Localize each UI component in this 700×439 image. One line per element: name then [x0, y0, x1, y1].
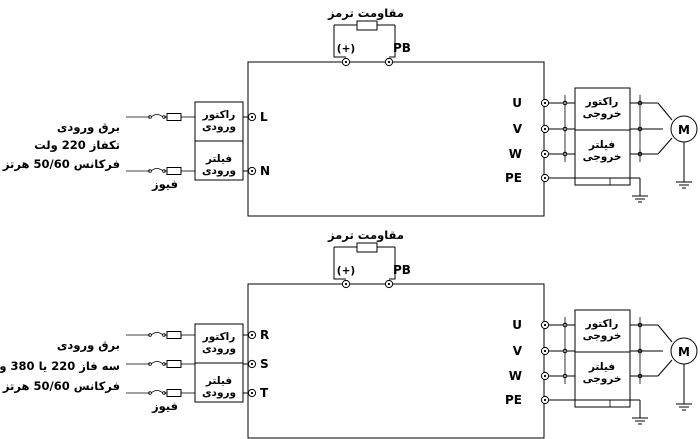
- inverter-body: [247, 283, 545, 439]
- brake-resistor-label: مقاومت ترمز: [327, 228, 404, 243]
- input-terminal-label: R: [260, 328, 269, 342]
- output-reactor-label-line: خروجی: [583, 330, 622, 342]
- wire: [389, 247, 396, 280]
- terminal-out-dot: [543, 176, 547, 180]
- input-reactor-label-line: ورودی: [202, 121, 236, 133]
- output-box: [574, 309, 631, 408]
- fuse: [166, 389, 182, 397]
- supply-line-1: برق ورودی: [57, 338, 120, 353]
- input-terminal-label: N: [260, 164, 270, 178]
- output-reactor-label-line: خروجی: [583, 108, 622, 120]
- output-terminal-label: U: [512, 318, 522, 332]
- input-filter-label-line: ورودی: [202, 387, 236, 399]
- fuse-label: فیوز: [151, 399, 178, 414]
- wire: [657, 359, 673, 377]
- wire: [657, 102, 673, 121]
- switch-blade: [150, 361, 164, 365]
- fuse: [166, 360, 182, 368]
- switch-blade: [150, 390, 164, 394]
- input-filter-label-line: ورودی: [202, 165, 236, 177]
- inverter-body: [247, 61, 545, 217]
- motor-label: M: [678, 123, 690, 137]
- terminal-in-dot: [250, 115, 254, 119]
- terminal-out-dot: [543, 152, 547, 156]
- terminal-out-dot: [543, 398, 547, 402]
- output-terminal-label: V: [513, 344, 523, 358]
- terminal-out-dot: [543, 349, 547, 353]
- terminal-out-dot: [543, 374, 547, 378]
- output-filter-label-line: فیلتر: [588, 361, 615, 373]
- switch-blade: [150, 114, 164, 118]
- output-box: [574, 87, 631, 186]
- terminal-pb-dot: [387, 282, 391, 286]
- output-terminal-label: W: [509, 147, 522, 161]
- switch-blade: [150, 168, 164, 172]
- input-terminal-label: T: [260, 386, 269, 400]
- terminal-in-dot: [250, 391, 254, 395]
- wire: [657, 324, 673, 343]
- terminal-plus-dot: [344, 282, 348, 286]
- input-reactor-label-line: راکتور: [202, 331, 236, 343]
- output-terminal-label: PE: [505, 393, 522, 407]
- terminal-plus-dot: [344, 60, 348, 64]
- plus-label: (+): [337, 265, 355, 277]
- output-reactor-label-line: راکتور: [585, 96, 619, 108]
- wire: [333, 25, 346, 58]
- output-filter-label-line: خروجی: [583, 373, 622, 385]
- terminal-out-dot: [543, 101, 547, 105]
- output-terminal-label: PE: [505, 171, 522, 185]
- wire: [657, 137, 673, 155]
- supply-line-3: فرکانس 50/60 هرتز: [2, 157, 120, 171]
- terminal-out-dot: [543, 323, 547, 327]
- wire: [333, 247, 346, 280]
- plus-label: (+): [337, 43, 355, 55]
- output-filter-label-line: فیلتر: [588, 139, 615, 151]
- fuse: [166, 331, 182, 339]
- supply-line-3: فرکانس 50/60 هرتز: [2, 379, 120, 393]
- switch-blade: [150, 332, 164, 336]
- motor-label: M: [678, 345, 690, 359]
- fuse-label: فیوز: [151, 177, 178, 192]
- pb-label: PB: [393, 41, 411, 55]
- input-terminal-label: L: [260, 110, 268, 124]
- input-filter-label-line: فیلتر: [205, 375, 232, 387]
- brake-resistor: [356, 20, 378, 31]
- output-filter-label-line: خروجی: [583, 151, 622, 163]
- supply-line-1: برق ورودی: [57, 120, 120, 135]
- input-filter-label-line: فیلتر: [205, 153, 232, 165]
- output-terminal-label: V: [513, 122, 523, 136]
- fuse: [166, 167, 182, 175]
- wire: [389, 25, 396, 58]
- terminal-pb-dot: [387, 60, 391, 64]
- terminal-out-dot: [543, 127, 547, 131]
- output-reactor-label-line: راکتور: [585, 318, 619, 330]
- terminal-in-dot: [250, 333, 254, 337]
- supply-line-2: تکفاز 220 ولت: [34, 138, 120, 153]
- input-terminal-label: S: [260, 357, 269, 371]
- output-terminal-label: U: [512, 96, 522, 110]
- pb-label: PB: [393, 263, 411, 277]
- fuse: [166, 113, 182, 121]
- brake-resistor: [356, 242, 378, 253]
- supply-line-2: سه فاز 220 یا 380 ولت: [0, 359, 120, 374]
- input-reactor-label-line: ورودی: [202, 343, 236, 355]
- terminal-in-dot: [250, 362, 254, 366]
- terminal-in-dot: [250, 169, 254, 173]
- input-reactor-label-line: راکتور: [202, 109, 236, 121]
- brake-resistor-label: مقاومت ترمز: [327, 6, 404, 21]
- output-terminal-label: W: [509, 369, 522, 383]
